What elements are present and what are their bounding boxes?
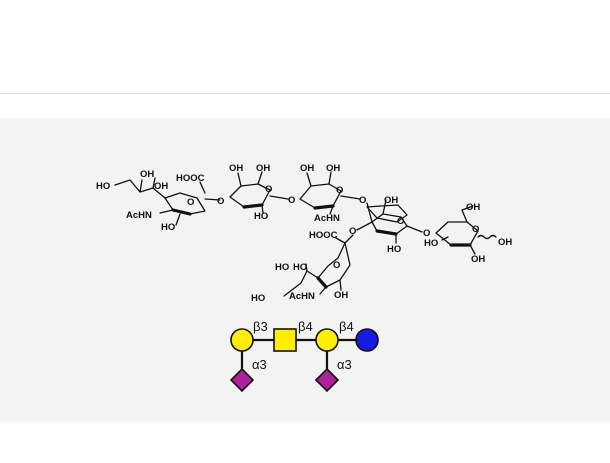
label-oh: OH bbox=[471, 254, 485, 265]
label-oh: OH bbox=[466, 202, 480, 213]
label-ho: HO bbox=[254, 211, 268, 222]
ring-o: O bbox=[397, 216, 404, 227]
galactose-circle-icon bbox=[315, 328, 339, 352]
label-oh: OH bbox=[384, 195, 398, 206]
glycosidic-o: O bbox=[359, 195, 366, 206]
label-oh: OH bbox=[498, 237, 512, 248]
header-area bbox=[0, 0, 610, 93]
label-oh: OH bbox=[300, 163, 314, 174]
label-oh: OH bbox=[326, 163, 340, 174]
label-ho: HO bbox=[424, 238, 438, 249]
neu5ac-diamond-icon bbox=[314, 367, 340, 393]
glycosidic-o: O bbox=[423, 228, 430, 239]
label-oh: OH bbox=[334, 290, 348, 301]
label-oh: OH bbox=[154, 181, 168, 192]
label-hooc: HOOC bbox=[176, 173, 205, 184]
glcnac-square-icon bbox=[273, 328, 297, 352]
glc-ring bbox=[435, 205, 497, 255]
label-ho: HO bbox=[387, 244, 401, 255]
label-ho: HO bbox=[251, 293, 265, 304]
galactose-circle-icon bbox=[230, 328, 254, 352]
glucose-circle-icon bbox=[355, 328, 379, 352]
label-ho: HO bbox=[161, 222, 175, 233]
ring-o: O bbox=[336, 185, 343, 196]
neu5ac-top-ring bbox=[114, 177, 221, 226]
glycosidic-o: O bbox=[349, 226, 356, 237]
label-ho: HO bbox=[293, 262, 307, 273]
ring-o: O bbox=[333, 260, 340, 271]
gal-ring-1 bbox=[229, 171, 289, 214]
gal-ring-2 bbox=[356, 199, 423, 244]
label-ho: HO bbox=[275, 262, 289, 273]
neu5ac-bottom-ring bbox=[283, 234, 354, 297]
glycosidic-o: O bbox=[217, 196, 224, 207]
glcnac-ring bbox=[299, 171, 361, 215]
label-oh: OH bbox=[256, 163, 270, 174]
linkage-label: β4 bbox=[298, 319, 313, 334]
label-achn: AcHN bbox=[314, 213, 340, 224]
glycosidic-o: O bbox=[288, 195, 295, 206]
label-achn: AcHN bbox=[289, 291, 315, 302]
snfg-glycan-symbol bbox=[229, 328, 379, 393]
label-hooc: HOOC bbox=[309, 230, 338, 241]
linkage-label: α3 bbox=[337, 357, 352, 372]
linkage-label: β4 bbox=[339, 319, 354, 334]
label-ho: HO bbox=[96, 181, 110, 192]
label-oh: OH bbox=[140, 169, 154, 180]
linkage-label: α3 bbox=[252, 357, 267, 372]
ring-o: O bbox=[265, 184, 272, 195]
ring-o: O bbox=[472, 224, 479, 235]
ring-o: O bbox=[187, 197, 194, 208]
neu5ac-diamond-icon bbox=[229, 367, 255, 393]
structure-panel bbox=[0, 118, 610, 422]
divider bbox=[0, 93, 610, 94]
linkage-label: β3 bbox=[253, 319, 268, 334]
label-achn: AcHN bbox=[126, 210, 152, 221]
label-oh: OH bbox=[229, 163, 243, 174]
